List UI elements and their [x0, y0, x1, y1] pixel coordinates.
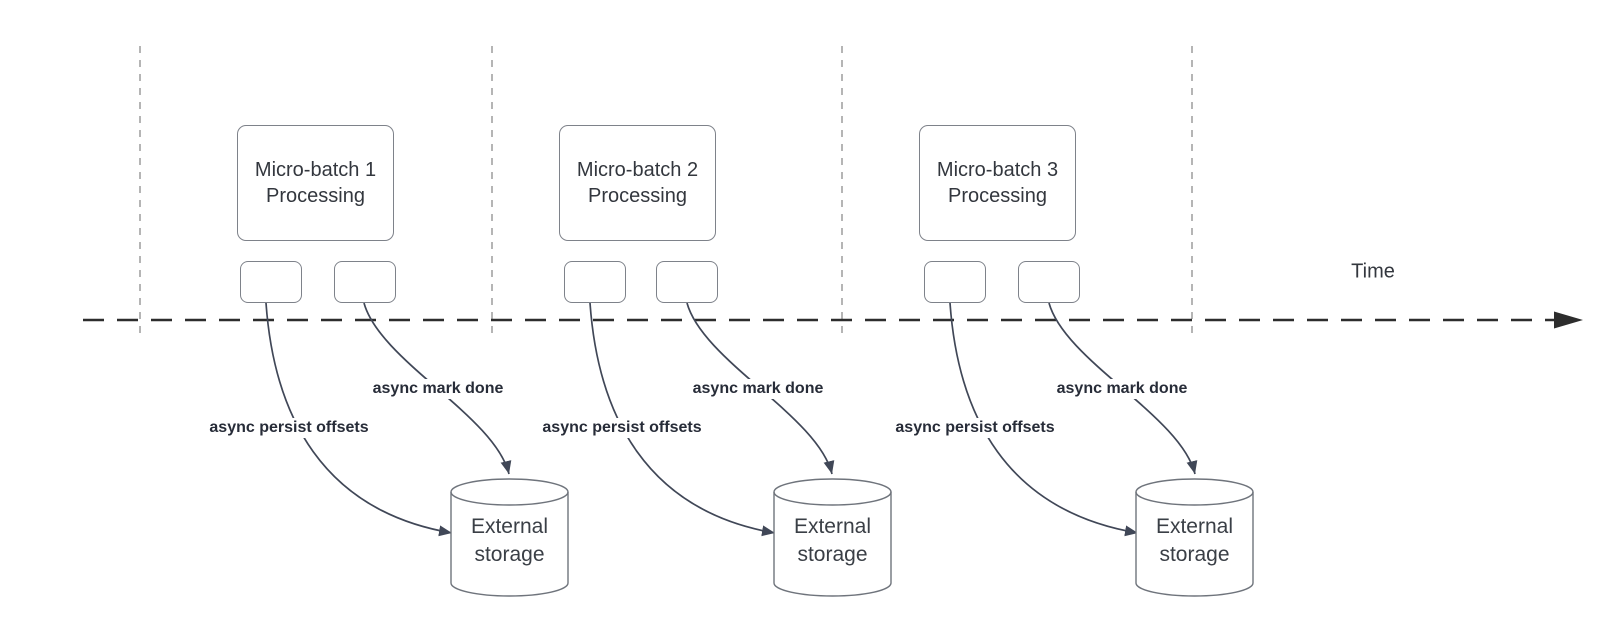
- persist-task-box-1: [240, 261, 302, 303]
- persist-offsets-label-2: async persist offsets: [539, 418, 705, 438]
- mark-done-label-1: async mark done: [369, 379, 507, 399]
- time-axis-arrowhead-icon: [1554, 311, 1583, 329]
- micro-batch-3-processing-box: Micro-batch 3 Processing: [919, 125, 1076, 241]
- external-storage-cylinder-2: [773, 478, 892, 597]
- persist-task-box-3: [924, 261, 986, 303]
- mark-done-task-box-1: [334, 261, 396, 303]
- external-storage-label-3: External storage: [1155, 515, 1234, 566]
- mark-done-task-box-3: [1018, 261, 1080, 303]
- mark-done-label-2: async mark done: [689, 379, 827, 399]
- persist-task-box-2: [564, 261, 626, 303]
- persist-offsets-arrow-3: [949, 302, 1139, 537]
- external-storage-label-2: External storage: [793, 515, 872, 566]
- persist-offsets-label-3: async persist offsets: [892, 418, 1058, 438]
- external-storage-cylinder-1: [450, 478, 569, 597]
- time-axis-label: Time: [1351, 260, 1395, 283]
- persist-offsets-label-1: async persist offsets: [206, 418, 372, 438]
- persist-offsets-arrow-1: [265, 302, 453, 537]
- mark-done-label-3: async mark done: [1053, 379, 1191, 399]
- micro-batch-2-processing-box: Micro-batch 2 Processing: [559, 125, 716, 241]
- external-storage-cylinder-3: [1135, 478, 1254, 597]
- micro-batch-1-processing-box: Micro-batch 1 Processing: [237, 125, 394, 241]
- external-storage-label-1: External storage: [470, 515, 549, 566]
- mark-done-task-box-2: [656, 261, 718, 303]
- persist-offsets-arrow-2: [589, 302, 776, 537]
